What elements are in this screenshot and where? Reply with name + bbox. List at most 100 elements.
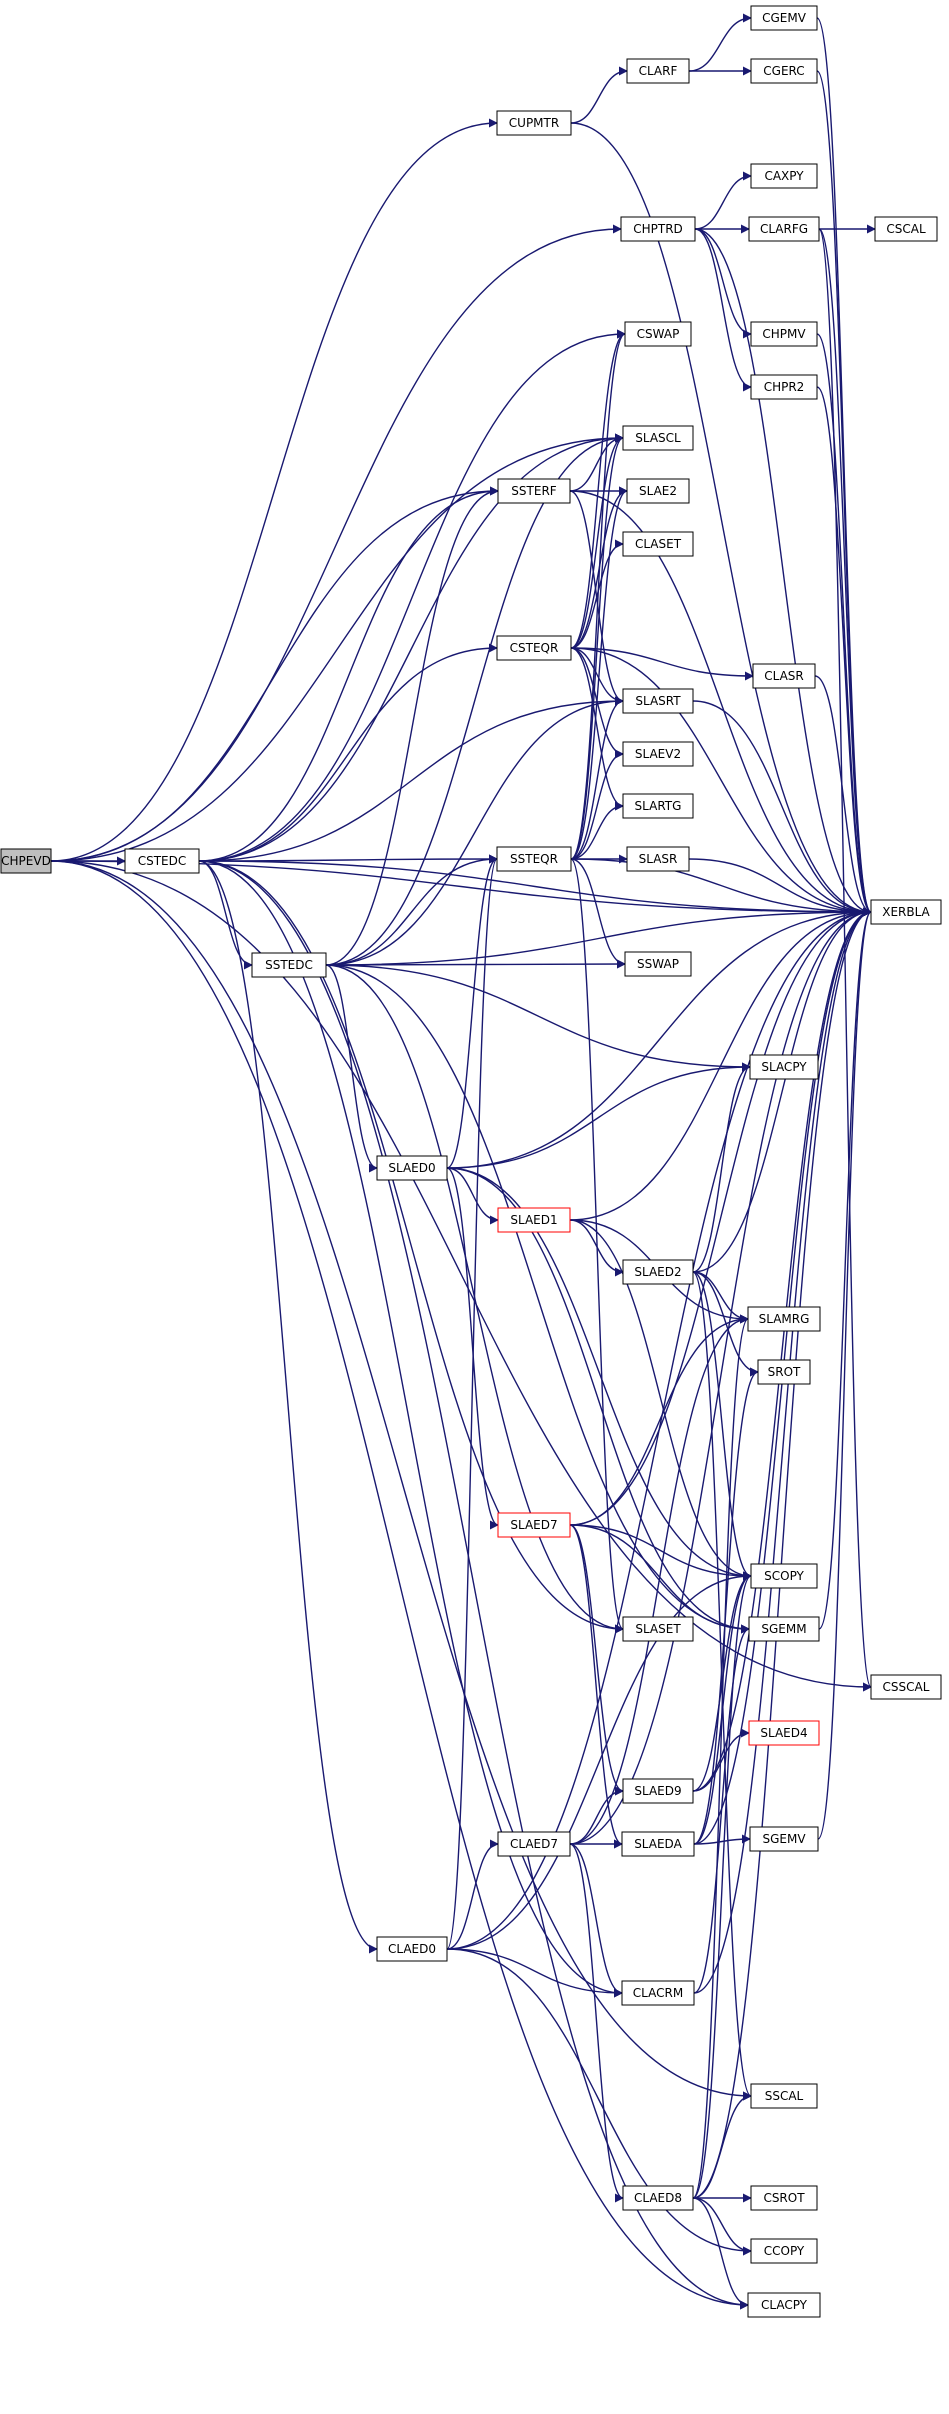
node-label: SLASR <box>639 852 678 866</box>
edge-chptrd-to-chpmv <box>694 228 752 339</box>
node-label: CGEMV <box>762 11 807 25</box>
edge-cstedc-to-slascl <box>198 433 624 862</box>
node-cgemv[interactable]: CGEMV <box>750 5 818 31</box>
node-box <box>622 2185 694 2211</box>
edge-claed7-to-clacrm <box>569 1843 623 1998</box>
node-label: CGERC <box>763 64 804 78</box>
node-claed0[interactable]: CLAED0 <box>376 1936 448 1962</box>
node-slasr[interactable]: SLASR <box>626 846 690 872</box>
node-box <box>750 2238 818 2264</box>
node-slaed0[interactable]: SLAED0 <box>376 1155 448 1181</box>
node-ssteqr[interactable]: SSTEQR <box>496 846 572 872</box>
edge-layer <box>50 13 876 2310</box>
node-sscal[interactable]: SSCAL <box>750 2083 818 2109</box>
node-box <box>626 478 690 504</box>
node-box <box>496 110 572 136</box>
node-slacpy[interactable]: SLACPY <box>749 1054 819 1080</box>
edge-sgemm-to-xerbla <box>818 907 872 1630</box>
node-label: SLAED4 <box>760 1726 807 1740</box>
node-clasr[interactable]: CLASR <box>752 663 816 689</box>
node-claed8[interactable]: CLAED8 <box>622 2185 694 2211</box>
node-label: SCOPY <box>764 1569 804 1583</box>
node-cswap[interactable]: CSWAP <box>624 321 692 347</box>
node-slae2[interactable]: SLAE2 <box>626 478 690 504</box>
node-slaset[interactable]: SLASET <box>622 1616 694 1642</box>
node-label: SGEMV <box>762 1832 806 1846</box>
node-slaed1[interactable]: SLAED1 <box>497 1207 571 1233</box>
node-ccopy[interactable]: CCOPY <box>750 2238 818 2264</box>
node-label: SLARTG <box>635 799 682 813</box>
node-slasrt[interactable]: SLASRT <box>622 688 694 714</box>
node-box <box>750 2185 818 2211</box>
node-cgerc[interactable]: CGERC <box>750 58 818 84</box>
node-slaeda[interactable]: SLAEDA <box>621 1831 695 1857</box>
node-label: SLAEDA <box>634 1837 682 1851</box>
node-slascl[interactable]: SLASCL <box>622 425 694 451</box>
node-srot[interactable]: SROT <box>757 1359 811 1385</box>
node-sgemm[interactable]: SGEMM <box>748 1616 820 1642</box>
node-chpmv[interactable]: CHPMV <box>750 321 818 347</box>
node-clacpy[interactable]: CLACPY <box>747 2292 821 2318</box>
node-csscal[interactable]: CSSCAL <box>870 1674 942 1700</box>
node-cstedc[interactable]: CSTEDC <box>124 848 200 874</box>
node-scopy[interactable]: SCOPY <box>750 1563 818 1589</box>
edge-csteqr-to-slascl <box>570 433 624 649</box>
edge-chpevd-to-slascl <box>50 433 624 862</box>
edge-cstedc-to-cswap <box>198 329 626 862</box>
node-box <box>622 1259 694 1285</box>
node-ssterf[interactable]: SSTERF <box>497 478 571 504</box>
edge-slaed2-to-slacpy <box>692 1062 751 1273</box>
node-sstedc[interactable]: SSTEDC <box>251 952 327 978</box>
node-box <box>376 1936 448 1962</box>
node-sgemv[interactable]: SGEMV <box>749 1826 819 1852</box>
node-box <box>750 5 818 31</box>
node-claed7[interactable]: CLAED7 <box>497 1831 571 1857</box>
edge-claed0-to-claed7 <box>446 1839 499 1950</box>
node-caxpy[interactable]: CAXPY <box>750 163 818 189</box>
node-xerbla[interactable]: XERBLA <box>870 899 942 925</box>
node-box <box>621 1980 695 2006</box>
edge-slaed0-to-slacpy <box>446 1062 751 1169</box>
node-label: CSWAP <box>637 327 680 341</box>
node-claset[interactable]: CLASET <box>622 531 694 557</box>
node-clacrm[interactable]: CLACRM <box>621 1980 695 2006</box>
edge-chpevd-to-sscal <box>50 860 752 2101</box>
node-label: CHPR2 <box>764 380 805 394</box>
edge-clasr-to-xerbla <box>814 675 872 917</box>
node-box <box>626 58 690 84</box>
node-slaed9[interactable]: SLAED9 <box>622 1778 694 1804</box>
edge-slaed9-to-xerbla <box>692 907 872 1792</box>
edge-ssteqr-to-slascl <box>570 433 624 860</box>
node-label: SLAE2 <box>639 484 677 498</box>
edge-sstedc-to-slascl <box>325 433 624 966</box>
node-sswap[interactable]: SSWAP <box>624 951 692 977</box>
node-slartg[interactable]: SLARTG <box>622 793 694 819</box>
node-clarf[interactable]: CLARF <box>626 58 690 84</box>
edge-ssteqr-to-xerbla <box>570 858 872 917</box>
node-clarfg[interactable]: CLARFG <box>748 216 820 242</box>
node-slaed7[interactable]: SLAED7 <box>497 1512 571 1538</box>
node-chptrd[interactable]: CHPTRD <box>620 216 696 242</box>
node-slaed2[interactable]: SLAED2 <box>622 1259 694 1285</box>
node-slamrg[interactable]: SLAMRG <box>747 1306 821 1332</box>
edge-cstedc-to-sstedc <box>198 860 253 970</box>
edge-ssterf-to-xerbla <box>569 490 872 917</box>
node-cscal[interactable]: CSCAL <box>874 216 938 242</box>
node-chpevd[interactable]: CHPEVD <box>0 848 52 874</box>
node-label: SLAED1 <box>510 1213 557 1227</box>
node-box <box>497 478 571 504</box>
node-slaed4[interactable]: SLAED4 <box>748 1720 820 1746</box>
node-label: SROT <box>768 1365 801 1379</box>
node-box <box>622 688 694 714</box>
node-csteqr[interactable]: CSTEQR <box>496 635 572 661</box>
edge-slaed7-to-slaed9 <box>569 1524 624 1796</box>
node-slaev2[interactable]: SLAEV2 <box>622 741 694 767</box>
edge-cstedc-to-csteqr <box>198 643 498 862</box>
node-box <box>622 1616 694 1642</box>
node-csrot[interactable]: CSROT <box>750 2185 818 2211</box>
node-chpr2[interactable]: CHPR2 <box>750 374 818 400</box>
node-box <box>747 2292 821 2318</box>
node-box <box>870 899 942 925</box>
node-cupmtr[interactable]: CUPMTR <box>496 110 572 136</box>
